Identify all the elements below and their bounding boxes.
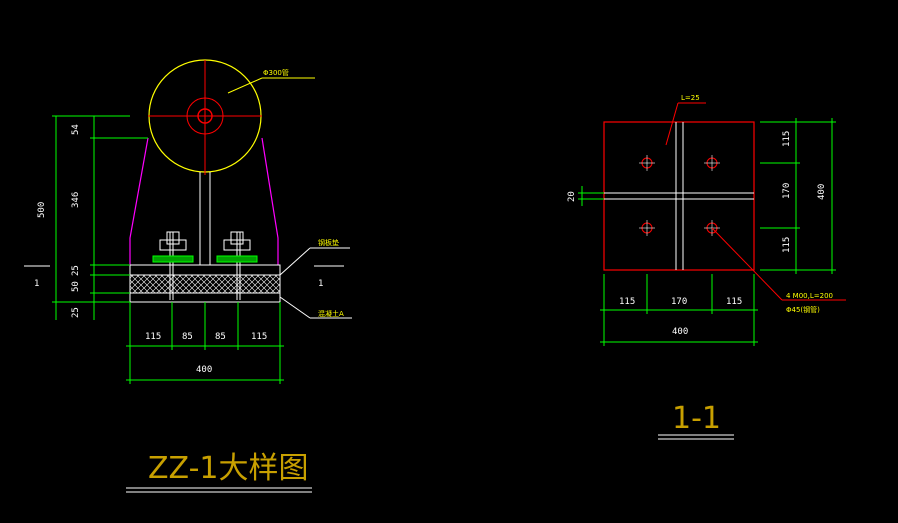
callout-bottom-leader [279,296,311,319]
right-vertical-dims [760,118,836,274]
dim-bottom-115-left: 115 [619,297,635,307]
bottom-horizontal-dims [126,302,284,384]
dim-right-170: 170 [782,183,792,199]
callout-top-leader [279,247,311,276]
base-plate-outline [603,121,755,271]
dim-bottom-170: 170 [671,297,687,307]
top-plate [129,264,281,276]
dim-20: 20 [567,191,577,202]
dim-right-400: 400 [817,184,827,200]
section-mark-right: 1 [318,279,323,289]
dim-bottom-400: 400 [672,327,688,337]
bolt-note-1: 4 M00,L=200 [786,292,833,300]
section-1-1-view: L=25 4 M00,L=200 Φ45(钢管) 20 115 170 115 … [567,94,846,440]
dim-400-left-view: 400 [196,365,212,375]
plate-label-leader [665,102,679,146]
dim-bottom-115-right: 115 [726,297,742,307]
dim-50: 50 [71,281,81,292]
bolt-hole-tl [639,155,655,171]
right-bottom-dims [600,274,758,346]
plate-label: L=25 [681,94,700,102]
dim-115-right: 115 [251,332,267,342]
left-vertical-dims [52,115,148,320]
bolt-note-leader [711,227,783,301]
dim-54: 54 [71,124,81,135]
section-mark-left: 1 [34,279,39,289]
zz1-title: ZZ-1大样图 [148,451,309,486]
dim-25-b: 25 [71,307,81,318]
zz1-elevation-view: Φ300管 [24,59,352,493]
dim-right-115-top: 115 [782,131,792,147]
section-1-1-title: 1-1 [672,401,721,436]
pipe-label: Φ300管 [263,68,289,77]
bottom-plate [129,292,281,303]
dim-85-right: 85 [215,332,226,342]
callout-top-label: 钢板垫 [318,238,339,247]
dim-25-a: 25 [71,265,81,276]
dim-346: 346 [71,192,81,208]
bracket-right-side [261,137,279,265]
bolt-hole-bl [639,220,655,236]
concrete-layer [129,274,281,294]
pipe-label-leader [227,77,263,94]
dim-85-left: 85 [182,332,193,342]
dim-right-115-bottom: 115 [782,237,792,253]
dim-total-500: 500 [37,202,47,218]
dim-115-left: 115 [145,332,161,342]
left-thickness-dim [578,186,604,206]
bolt-hole-tr [704,155,720,171]
callout-bottom-label: 混凝土A [318,309,344,318]
bracket-left-side [129,137,149,265]
bolt-note-2: Φ45(钢管) [786,305,820,314]
